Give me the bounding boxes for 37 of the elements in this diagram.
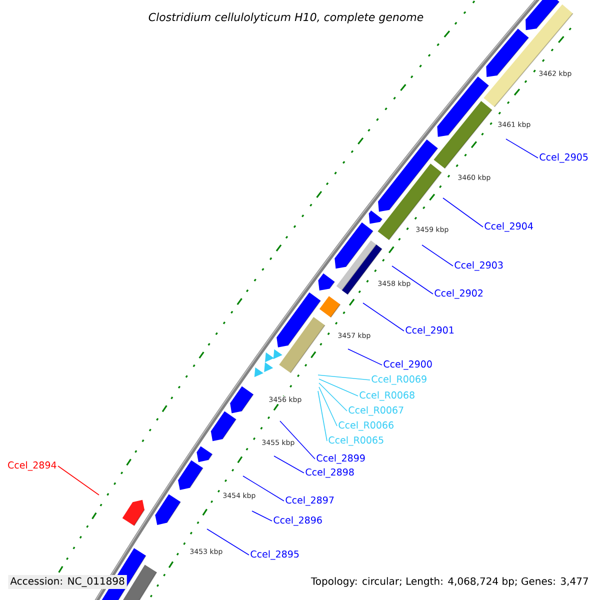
gene-label: Ccel_2901	[406, 326, 454, 336]
gene-label: Ccel_2902	[434, 289, 483, 299]
gene-label: Ccel_2900	[384, 360, 432, 370]
gene-label: Ccel_2898	[306, 468, 354, 478]
gene-label: Ccel_2903	[454, 261, 503, 271]
gene-label: Ccel_2896	[274, 516, 322, 526]
leader-line	[506, 138, 538, 158]
gene-label: Ccel_R0068	[360, 391, 414, 401]
accession-label: Accession: NC_011898	[8, 575, 127, 589]
leader-line	[252, 510, 272, 522]
leader-line	[442, 198, 484, 228]
leader-line	[392, 266, 434, 294]
leader-line	[242, 476, 284, 502]
leader-line	[274, 456, 304, 474]
leader-line	[206, 528, 250, 556]
gene-label: Ccel_2894	[8, 461, 56, 471]
leader-line	[58, 466, 100, 496]
gene-label: Ccel_R0066	[338, 421, 394, 431]
leader-line	[280, 420, 316, 460]
leader-line	[318, 374, 370, 380]
gene-label: Ccel_R0065	[328, 436, 384, 446]
gene-label: Ccel_2897	[286, 496, 334, 506]
gene-label: Ccel_R0067	[348, 406, 404, 416]
gene-label: Ccel_2905	[540, 153, 588, 163]
gene-label: Ccel_R0069	[372, 375, 426, 385]
leader-line	[318, 390, 328, 442]
leader-line	[318, 386, 338, 426]
leader-line	[422, 244, 454, 266]
genome-info-label: Topology: circular; Length: 4,068,724 bp; Genes: 3,477	[310, 577, 588, 587]
gene-label: Ccel_2904	[484, 222, 533, 232]
leader-line	[362, 302, 404, 332]
gene-label: Ccel_2899	[316, 454, 365, 464]
leader-line	[318, 382, 348, 412]
title: Clostridium cellulolyticum H10, complete genome	[148, 12, 424, 24]
leader-line	[348, 348, 382, 366]
leader-line	[318, 378, 358, 396]
gene-label: Ccel_2895	[250, 550, 299, 560]
